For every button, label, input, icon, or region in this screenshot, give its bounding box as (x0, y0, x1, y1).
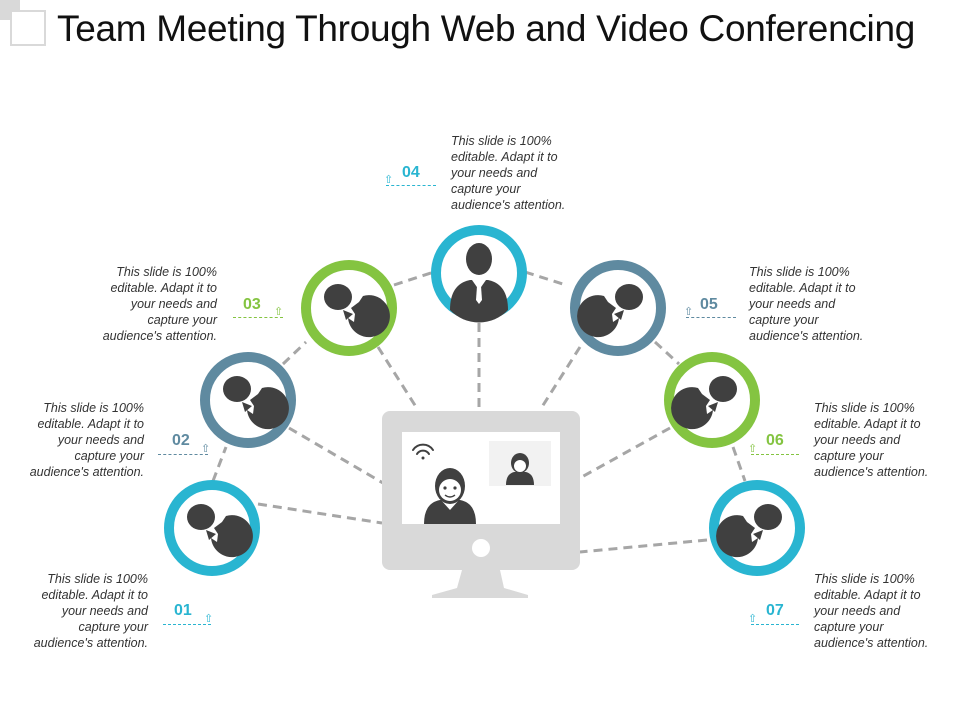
step-02-tag (158, 442, 208, 455)
up-arrow-icon: ⇧ (748, 443, 758, 455)
step-04-number: 04 (402, 164, 420, 181)
connector-03 (376, 346, 420, 411)
step-02-number: 02 (172, 432, 190, 449)
step-01-tag (163, 612, 211, 625)
node-01 (164, 480, 260, 576)
step-04-tag (386, 173, 436, 186)
node-02 (200, 352, 296, 448)
step-07-tag (751, 612, 799, 625)
step-03-number: 03 (243, 296, 261, 313)
step-05-text: This slide is 100% editable. Adapt it to… (749, 265, 864, 343)
up-arrow-icon: ⇧ (274, 306, 284, 318)
step-05-tag (686, 305, 736, 318)
corner-frame (10, 10, 46, 46)
step-02-text: This slide is 100% editable. Adapt it to… (29, 401, 144, 479)
arc-04-05 (524, 270, 567, 287)
businessman-icon (450, 243, 508, 323)
connector-07 (579, 538, 708, 554)
connector-01 (257, 502, 383, 525)
arc-03-04 (393, 270, 435, 287)
step-04-text: This slide is 100% editable. Adapt it to… (451, 134, 566, 212)
step-06-tag (751, 442, 799, 455)
page-title: Team Meeting Through Web and Video Confe… (57, 8, 916, 49)
connector-06 (579, 426, 671, 480)
node-05 (570, 260, 666, 356)
up-arrow-icon: ⇧ (204, 613, 214, 625)
power-button-icon (472, 539, 490, 557)
step-01-number: 01 (174, 602, 192, 619)
arc-01-02 (211, 446, 228, 482)
computer-monitor (382, 411, 580, 598)
presenter-avatar-icon (424, 468, 476, 524)
step-06-number: 06 (766, 432, 784, 449)
node-07 (709, 480, 805, 576)
step-05-number: 05 (700, 296, 718, 313)
wifi-icon (412, 443, 434, 460)
step-01-text: This slide is 100% editable. Adapt it to… (33, 572, 148, 650)
connector-lines (211, 270, 747, 554)
arc-05-06 (653, 340, 681, 366)
up-arrow-icon: ⇧ (684, 306, 694, 318)
node-03 (301, 260, 397, 356)
up-arrow-icon: ⇧ (384, 174, 394, 186)
step-06-text: This slide is 100% editable. Adapt it to… (814, 401, 929, 479)
up-arrow-icon: ⇧ (748, 613, 758, 625)
connector-02 (288, 426, 384, 485)
step-07-number: 07 (766, 602, 784, 619)
step-07-text: This slide is 100% editable. Adapt it to… (814, 572, 929, 650)
up-arrow-icon: ⇧ (201, 443, 211, 455)
node-04 (431, 225, 527, 323)
female-avatar-icon (506, 453, 534, 485)
connector-05 (538, 346, 582, 411)
arc-06-07 (731, 446, 747, 482)
step-03-tag (233, 305, 283, 318)
node-06 (664, 352, 760, 448)
arc-02-03 (281, 340, 308, 366)
step-03-text: This slide is 100% editable. Adapt it to… (102, 265, 217, 343)
monitor-stand (432, 570, 528, 598)
